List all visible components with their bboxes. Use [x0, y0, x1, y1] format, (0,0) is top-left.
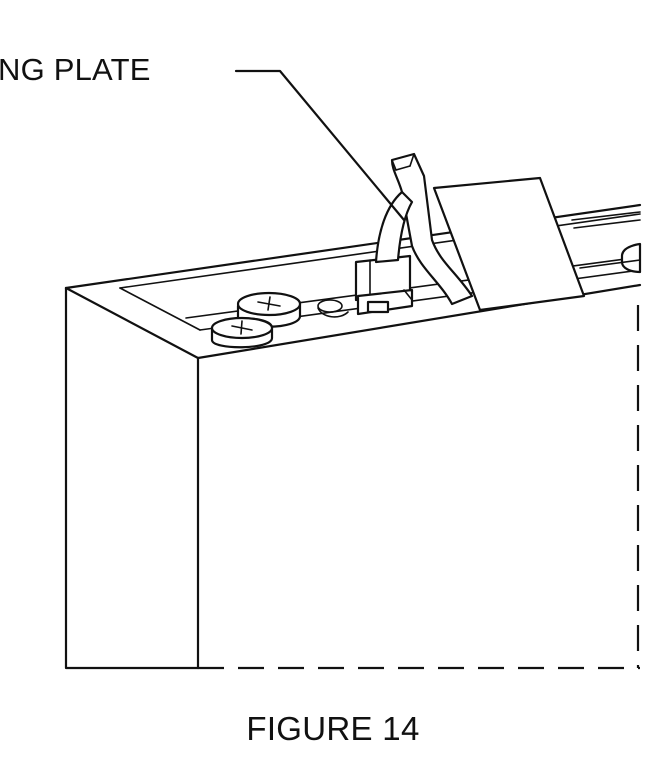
screw-right	[620, 242, 642, 274]
figure-caption: FIGURE 14	[246, 710, 420, 747]
wire-clip	[317, 299, 349, 318]
callout-leader	[234, 69, 406, 222]
right-rail	[571, 211, 641, 269]
hinged-plate	[374, 152, 474, 306]
latch-bracket	[354, 254, 414, 316]
callout-label: NG PLATE	[0, 52, 151, 87]
cover-plate	[432, 176, 586, 312]
screw-front	[210, 316, 274, 349]
